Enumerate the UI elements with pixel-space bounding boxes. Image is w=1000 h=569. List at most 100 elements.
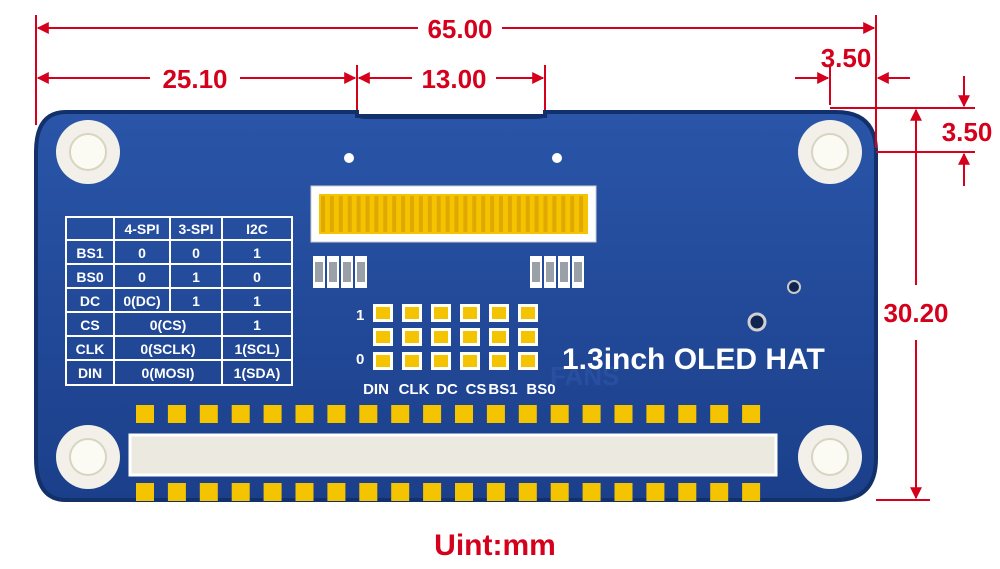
gpio-pad — [423, 405, 442, 423]
pin-label-dc: DC — [436, 381, 458, 398]
fpc-contact — [543, 196, 548, 232]
table-row-label: DIN — [78, 365, 102, 381]
table-cell: 0 — [253, 269, 261, 285]
fpc-contact — [374, 196, 379, 232]
gpio-pad — [646, 405, 665, 423]
dim-hole-y-offset: 3.50 — [942, 117, 993, 147]
pin-label-din: DIN — [363, 381, 389, 398]
mounting-hole-bottom-left — [56, 425, 120, 489]
table-cell: 1 — [253, 317, 261, 333]
gpio-header — [128, 405, 778, 501]
mounting-hole-top-right — [798, 120, 862, 184]
pin-label-bs0: BS0 — [526, 381, 555, 398]
gpio-pad — [295, 483, 314, 501]
gpio-pad — [582, 483, 601, 501]
fpc-contact — [436, 196, 441, 232]
fpc-contact — [552, 196, 557, 232]
fpc-contact — [472, 196, 477, 232]
table-row-label: CS — [80, 317, 99, 333]
gpio-pad — [167, 405, 186, 423]
gpio-pad — [646, 483, 665, 501]
jumper-level-high: 1 — [356, 307, 364, 324]
table-row-label: DC — [80, 293, 100, 309]
fpc-contacts — [321, 196, 584, 232]
fpc-contact — [499, 196, 503, 232]
table-header-cell: I2C — [246, 221, 268, 237]
gpio-pad — [742, 405, 761, 423]
dim-connector-width: 13.00 — [421, 64, 486, 94]
gpio-pad — [327, 483, 346, 501]
fpc-contact — [454, 196, 459, 232]
gpio-pad — [231, 483, 250, 501]
fpc-contact — [392, 196, 397, 232]
gpio-pad — [678, 405, 697, 423]
table-cell: 0(CS) — [150, 317, 187, 333]
gpio-pad — [391, 405, 410, 423]
jumper-level-low: 0 — [356, 351, 364, 368]
fpc-contact — [507, 196, 512, 232]
table-cell: 0 — [138, 245, 146, 261]
gpio-pad — [550, 483, 569, 501]
fpc-contact — [410, 196, 414, 232]
gpio-pad — [136, 483, 154, 501]
gpio-pad — [136, 405, 154, 423]
dim-total-width: 65.00 — [427, 14, 492, 44]
dimension-lines — [35, 15, 975, 501]
mounting-hole-top-left — [56, 120, 120, 184]
fpc-contact — [579, 196, 584, 232]
unit-label: Uint:mm — [434, 529, 556, 562]
gpio-pad — [295, 405, 314, 423]
table-header-cell: 3-SPI — [178, 221, 213, 237]
via-medium — [747, 312, 767, 332]
gpio-pad — [614, 405, 633, 423]
gpio-pad — [327, 405, 346, 423]
table-cell: 1 — [253, 293, 261, 309]
smd-resistor-array-left — [313, 256, 367, 288]
gpio-pad — [231, 405, 250, 423]
fpc-contact — [427, 196, 432, 232]
gpio-pad — [359, 483, 378, 501]
gpio-pad — [455, 405, 473, 423]
gpio-pad — [678, 483, 697, 501]
pcb-board — [34, 110, 878, 502]
pin-label-bs1: BS1 — [488, 381, 517, 398]
gpio-pad — [391, 483, 410, 501]
fpc-contact — [418, 196, 423, 232]
fpc-contact — [445, 196, 450, 232]
dim-height: 30.20 — [883, 298, 948, 328]
table-cell: 0(SCLK) — [140, 341, 195, 357]
table-cell: 0 — [192, 245, 200, 261]
fpc-contact — [338, 196, 343, 232]
fpc-contact — [383, 196, 388, 232]
fpc-contact — [516, 196, 521, 232]
fpc-contact — [329, 196, 334, 232]
smd-resistor-array-right — [530, 256, 584, 288]
gpio-pad — [710, 483, 729, 501]
gpio-pad — [455, 483, 473, 501]
fpc-contact — [347, 196, 352, 232]
gpio-pad — [263, 483, 282, 501]
gpio-pad — [359, 405, 378, 423]
gpio-pad — [742, 483, 761, 501]
fpc-contact — [525, 196, 530, 232]
via-small — [787, 280, 801, 294]
via-right — [552, 153, 562, 163]
gpio-pad — [518, 483, 537, 501]
table-cell: 0(MOSI) — [142, 365, 195, 381]
gpio-pad — [199, 483, 218, 501]
gpio-pad — [582, 405, 601, 423]
table-cell: 0 — [138, 269, 146, 285]
fpc-contact — [365, 196, 370, 232]
table-cell: 1 — [192, 293, 200, 309]
gpio-pad — [518, 405, 537, 423]
board-title: 1.3inch OLED HAT — [562, 343, 825, 376]
pin-label-clk: CLK — [399, 381, 430, 398]
table-cell: 1(SDA) — [234, 365, 281, 381]
table-cell: 0(DC) — [123, 293, 160, 309]
fpc-contact — [570, 196, 575, 232]
fpc-connector — [310, 185, 597, 243]
fpc-contact — [401, 196, 406, 232]
fpc-contact — [321, 196, 325, 232]
